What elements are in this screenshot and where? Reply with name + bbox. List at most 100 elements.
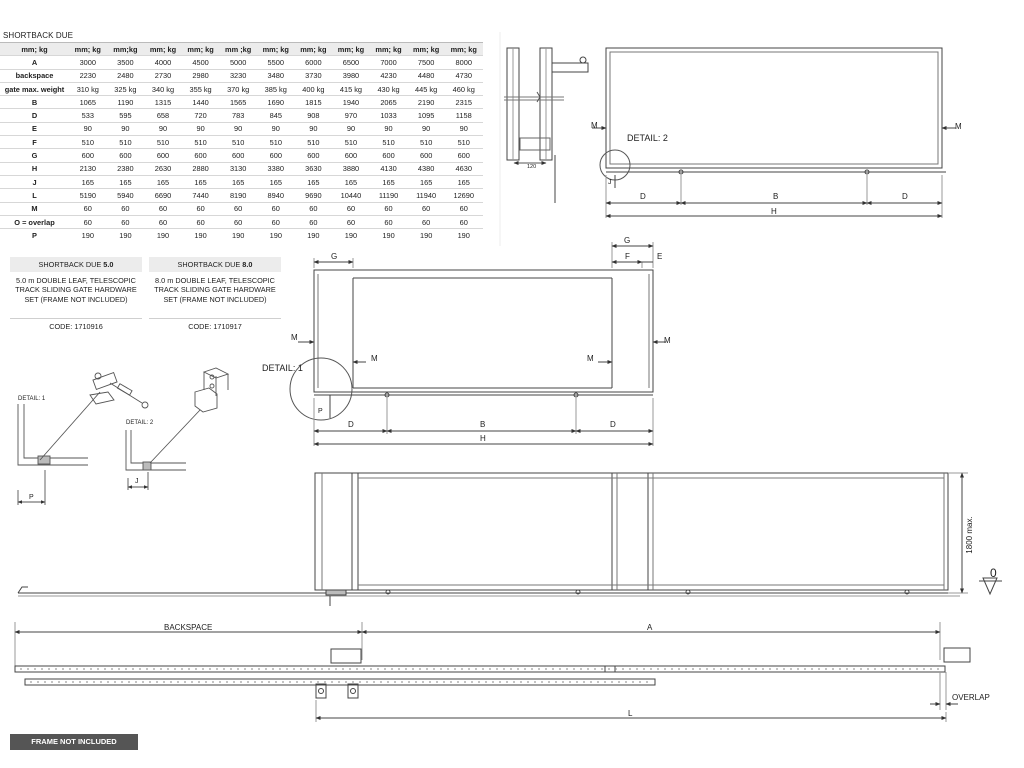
table-cell: 595	[106, 108, 145, 123]
row-label: P	[0, 228, 69, 242]
table-cell: 6690	[144, 188, 182, 203]
table-cell: 5190	[69, 188, 107, 203]
table-cell: 60	[294, 201, 333, 216]
label-m-mid-3: M	[587, 354, 594, 363]
table-cell: 4130	[369, 161, 408, 176]
table-cell: 510	[294, 135, 333, 149]
gate-top-view-detail-2	[504, 47, 956, 218]
table-cell: 190	[294, 228, 333, 242]
table-cell: 600	[181, 148, 220, 163]
table-cell: 6500	[332, 55, 370, 70]
table-cell: 3230	[219, 68, 257, 83]
label-m-mid-2: M	[371, 354, 378, 363]
table-cell: 3730	[294, 68, 333, 83]
table-cell: 7500	[407, 55, 445, 70]
table-cell: 370 kg	[219, 81, 257, 96]
product-title: SHORTBACK DUE 5.0	[10, 257, 142, 272]
table-cell: 510	[444, 135, 483, 149]
table-cell: 1190	[106, 95, 145, 109]
table-cell: 3000	[69, 55, 107, 70]
table-cell: 2130	[69, 161, 107, 176]
table-header-cell: mm; kg	[444, 41, 483, 56]
table-cell: 165	[444, 174, 483, 189]
table-cell: 445 kg	[407, 81, 445, 96]
table-cell: 11190	[369, 188, 408, 203]
table-cell: 510	[144, 135, 182, 149]
label-b-top: B	[773, 192, 778, 201]
gate-elevation-view	[17, 472, 1002, 606]
label-height-max: 1800 max.	[965, 516, 974, 553]
document-title: SHORTBACK DUE	[3, 31, 74, 40]
table-cell: 7440	[181, 188, 220, 203]
label-backspace: BACKSPACE	[164, 623, 212, 632]
table-cell: 600	[369, 148, 408, 163]
table-cell: 190	[444, 228, 483, 242]
table-header-cell: mm; kg	[294, 41, 333, 56]
table-cell: 190	[369, 228, 408, 242]
table-cell: 11940	[407, 188, 445, 203]
table-cell: 2315	[444, 95, 483, 109]
table-cell: 190	[69, 228, 107, 242]
table-cell: 430 kg	[369, 81, 408, 96]
table-cell: 60	[106, 201, 145, 216]
label-f: F	[625, 252, 630, 261]
table-cell: 60	[407, 214, 445, 229]
label-d-right-mid: D	[610, 420, 616, 429]
table-cell: 400 kg	[294, 81, 333, 96]
table-cell: 510	[219, 135, 257, 149]
table-cell: 60	[332, 214, 370, 229]
table-cell: 60	[106, 214, 145, 229]
label-b-mid: B	[480, 420, 485, 429]
label-g-left: G	[331, 252, 337, 261]
table-header-cell: mm; kg	[407, 41, 445, 56]
table-cell: 385 kg	[256, 81, 295, 96]
table-cell: 190	[332, 228, 370, 242]
table-cell: 60	[219, 201, 257, 216]
table-cell: 3880	[332, 161, 370, 176]
table-cell: 2380	[106, 161, 145, 176]
table-cell: 165	[69, 174, 107, 189]
table-cell: 4730	[444, 68, 483, 83]
table-cell: 2630	[144, 161, 182, 176]
table-header-cell: mm; kg	[0, 41, 69, 56]
table-cell: 5500	[256, 55, 295, 70]
table-header-cell: mm; kg	[369, 41, 408, 56]
table-cell: 325 kg	[106, 81, 145, 96]
table-cell: 1690	[256, 95, 295, 109]
table-cell: 10440	[332, 188, 370, 203]
table-cell: 165	[106, 174, 145, 189]
label-m-mid-4: M	[664, 336, 671, 345]
label-l: L	[628, 709, 633, 718]
table-cell: 2230	[69, 68, 107, 83]
table-header-cell: mm; kg	[181, 41, 220, 56]
table-cell: 90	[407, 121, 445, 136]
table-cell: 510	[181, 135, 220, 149]
track-plan-view	[14, 622, 971, 722]
label-d-right-top: D	[902, 192, 908, 201]
label-h-top: H	[771, 207, 777, 216]
table-cell: 1565	[219, 95, 257, 109]
detail-2-sketch	[125, 367, 230, 490]
table-cell: 2980	[181, 68, 220, 83]
gate-middle-view-detail-1	[289, 242, 666, 446]
table-cell: 165	[181, 174, 220, 189]
table-cell: 190	[181, 228, 220, 242]
table-cell: 600	[69, 148, 107, 163]
table-cell: 600	[256, 148, 295, 163]
product-code: CODE: 1710916	[10, 318, 142, 331]
table-cell: 340 kg	[144, 81, 182, 96]
table-cell: 1940	[332, 95, 370, 109]
product-card-8: SHORTBACK DUE 8.0 8.0 m DOUBLE LEAF, TEL…	[149, 257, 281, 338]
table-cell: 845	[256, 108, 295, 123]
table-cell: 2730	[144, 68, 182, 83]
